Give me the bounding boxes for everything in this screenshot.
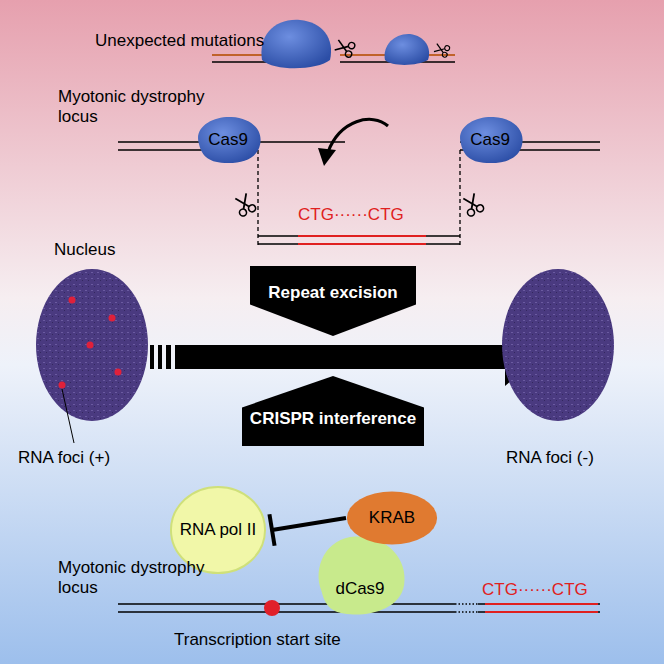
text-label: Transcription start site [174, 630, 341, 650]
node-text: KRAB [369, 508, 415, 528]
inhibition-connector [269, 514, 346, 546]
process-arrow: CRISPR interference [242, 376, 424, 446]
dcas9-protein: dCas9 [312, 534, 408, 616]
text-label: Nucleus [54, 240, 115, 260]
text-label: CTG······CTG [298, 205, 404, 225]
node-text: CRISPR interference [250, 409, 416, 429]
text-label: Myotonic dystrophy locus [58, 558, 210, 597]
dcas9-protein-outline [312, 534, 408, 616]
node-text: Cas9 [208, 130, 248, 150]
node-text: Cas9 [470, 130, 510, 150]
node-text: RNA pol II [180, 520, 257, 540]
text-label: Unexpected mutations [95, 31, 264, 51]
text-label: CTG······CTG [482, 580, 588, 600]
process-arrow: Repeat excision [250, 266, 416, 336]
cas9-protein: Cas9 [455, 115, 525, 165]
text-label: Myotonic dystrophy locus [58, 87, 210, 126]
text-label: RNA foci (-) [506, 448, 594, 468]
node-text: Repeat excision [268, 283, 397, 303]
krab-domain: KRAB [346, 491, 438, 545]
text-label: RNA foci (+) [18, 448, 110, 468]
node-text: dCas9 [335, 579, 384, 599]
cas9-protein: Cas9 [193, 115, 263, 165]
